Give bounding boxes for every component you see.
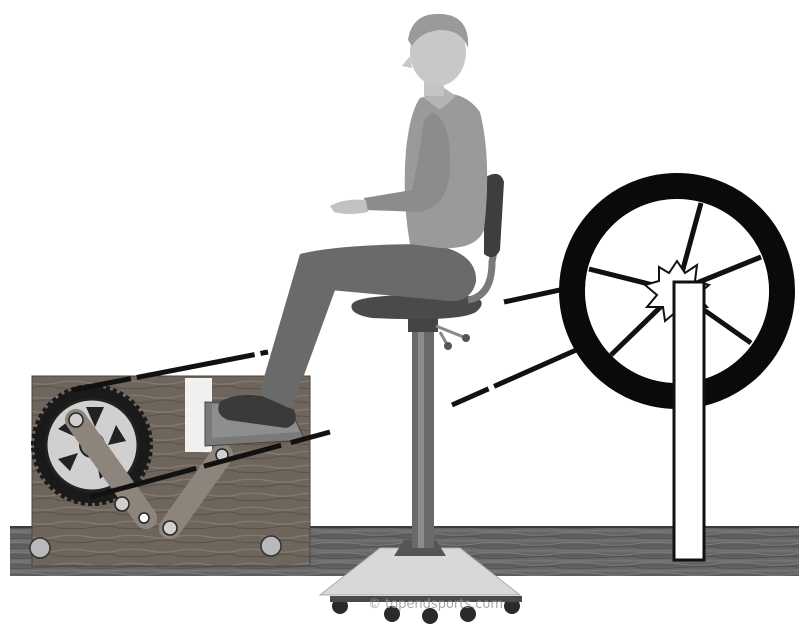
wheel-post	[674, 282, 704, 560]
box-foot-right	[261, 536, 281, 556]
box-foot-left	[30, 538, 50, 558]
watermark: © topendsports.com	[368, 597, 503, 612]
seated-person-icon	[218, 14, 487, 428]
